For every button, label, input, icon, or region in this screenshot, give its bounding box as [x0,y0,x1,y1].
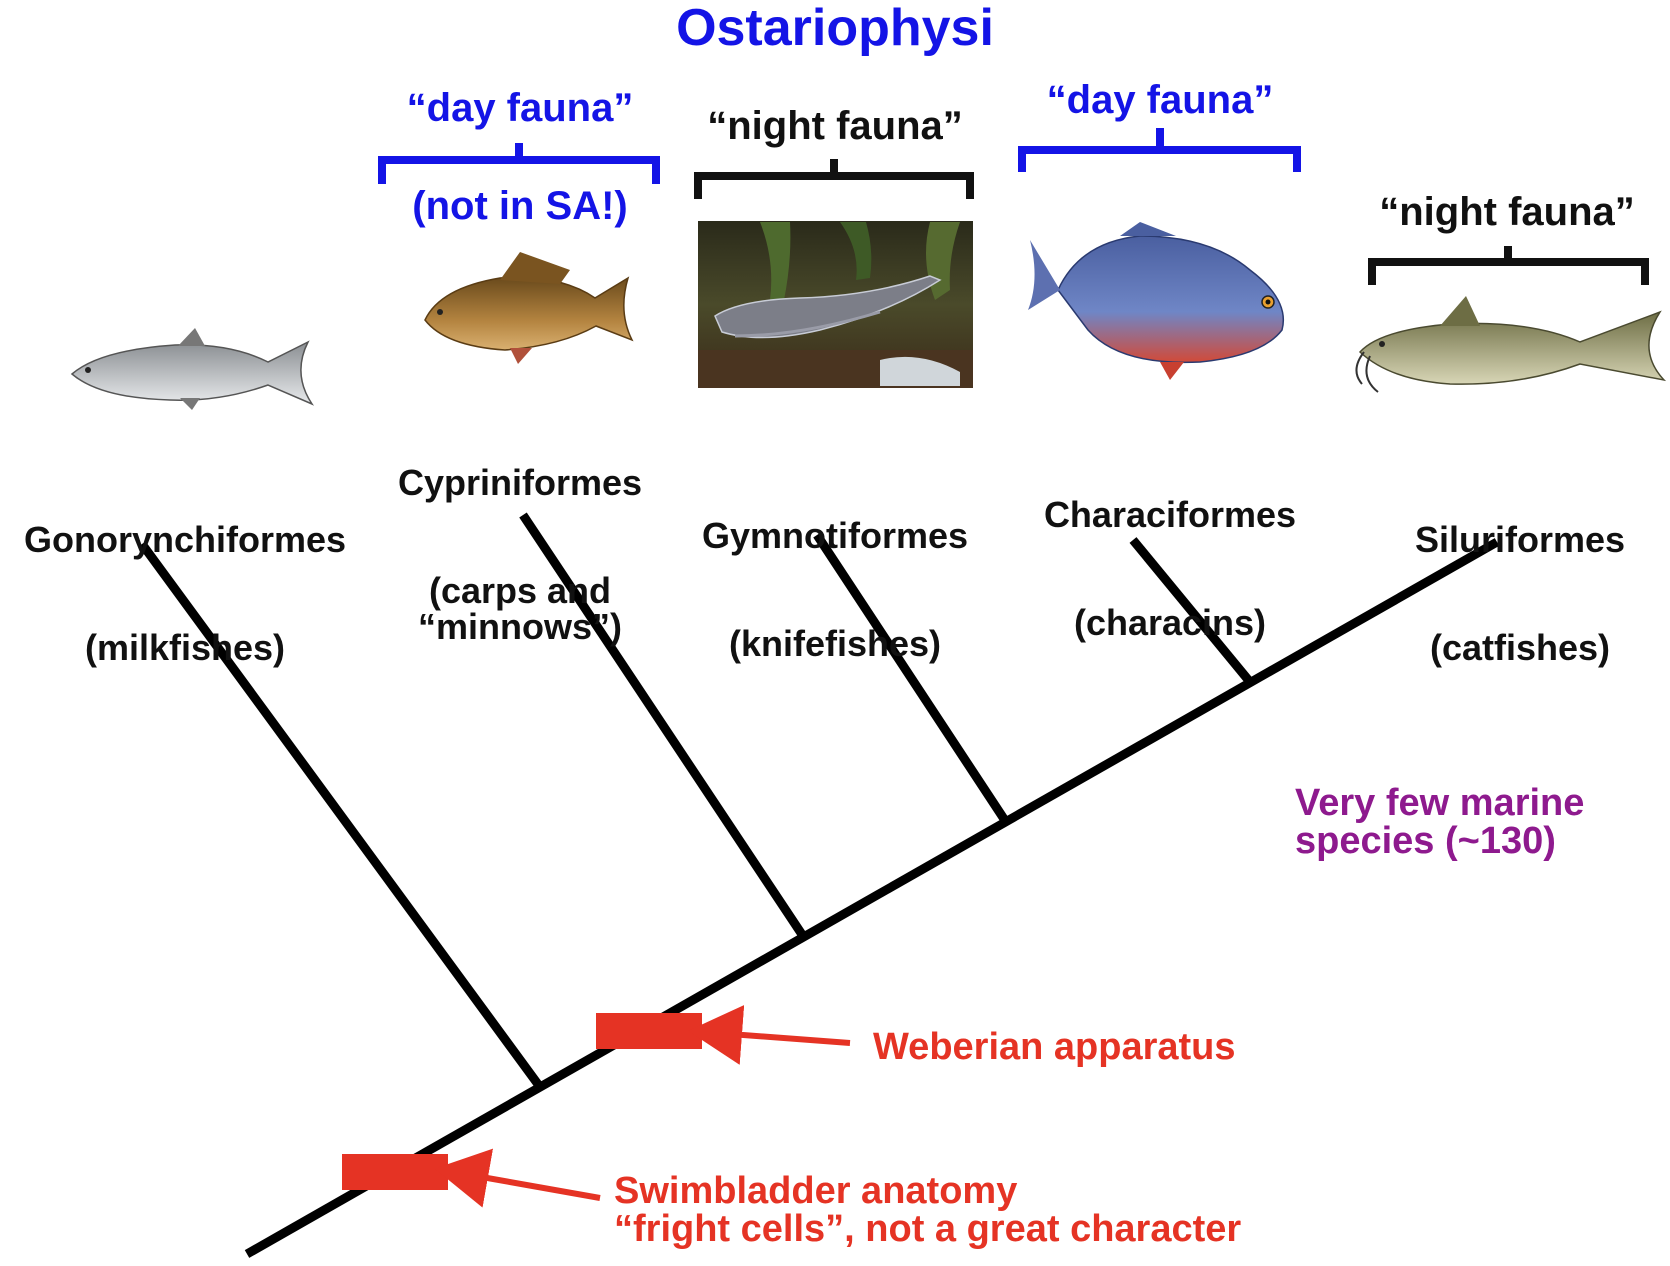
piranha-icon [1028,222,1284,380]
weberian-apparatus-label: Weberian apparatus [873,1026,1236,1068]
day-fauna-label-1: “day fauna” [406,86,634,130]
branch-cypriniformes [519,512,807,939]
taxon-name: Cypriniformes [397,462,643,503]
taxon-common-name: (catfishes) [1429,627,1611,668]
marine-species-note: Very few marine species (~130) [1295,782,1585,862]
tree-trunk [244,538,1500,1258]
swimbladder-label: Swimbladder anatomy “fright cells”, not … [614,1170,1242,1250]
diagram-title: Ostariophysi [676,0,994,57]
taxon-label-characiformes: Characiformes (characins) [1020,425,1320,713]
taxon-common-name: (milkfishes) [84,627,286,668]
taxon-common-name: (carps and “minnows”) [418,570,622,647]
weberian-arrow [688,1004,851,1065]
branch-characiformes [1129,537,1254,685]
carp-icon [424,252,634,364]
night-fauna-label-2: “night fauna” [1379,190,1635,234]
branch-gymnotiformes [813,532,1010,825]
swimbladder-bar [342,1154,448,1190]
bracket-night-fauna-2 [1368,246,1649,285]
bracket-night-fauna-1 [694,159,974,199]
bracket-day-fauna-1 [378,143,660,184]
taxon-label-gymnotiformes: Gymnotiformes (knifefishes) [680,446,990,734]
taxon-common-name: (characins) [1073,602,1267,643]
milkfish-icon [70,328,315,410]
taxon-label-siluriformes: Siluriformes (catfishes) [1385,450,1655,738]
knifefish-icon [698,221,973,388]
bracket-day-fauna-2 [1018,128,1301,172]
night-fauna-label-1: “night fauna” [707,104,963,148]
branch-gonorynchiformes [138,541,544,1090]
catfish-icon [1355,296,1667,393]
not-in-sa-label: (not in SA!) [412,184,628,228]
weberian-apparatus-bar [596,1013,702,1049]
taxon-label-gonorynchiformes: Gonorynchiformes (milkfishes) [0,450,370,738]
taxon-name: Gymnotiformes [701,515,969,556]
taxon-name: Gonorynchiformes [23,519,347,560]
taxon-name: Characiformes [1043,494,1297,535]
swimbladder-arrow [434,1148,601,1208]
taxon-name: Siluriformes [1414,519,1626,560]
day-fauna-label-2: “day fauna” [1046,78,1274,122]
taxon-label-cypriniformes: Cypriniformes (carps and “minnows”) [370,393,670,717]
taxon-common-name: (knifefishes) [728,623,942,664]
